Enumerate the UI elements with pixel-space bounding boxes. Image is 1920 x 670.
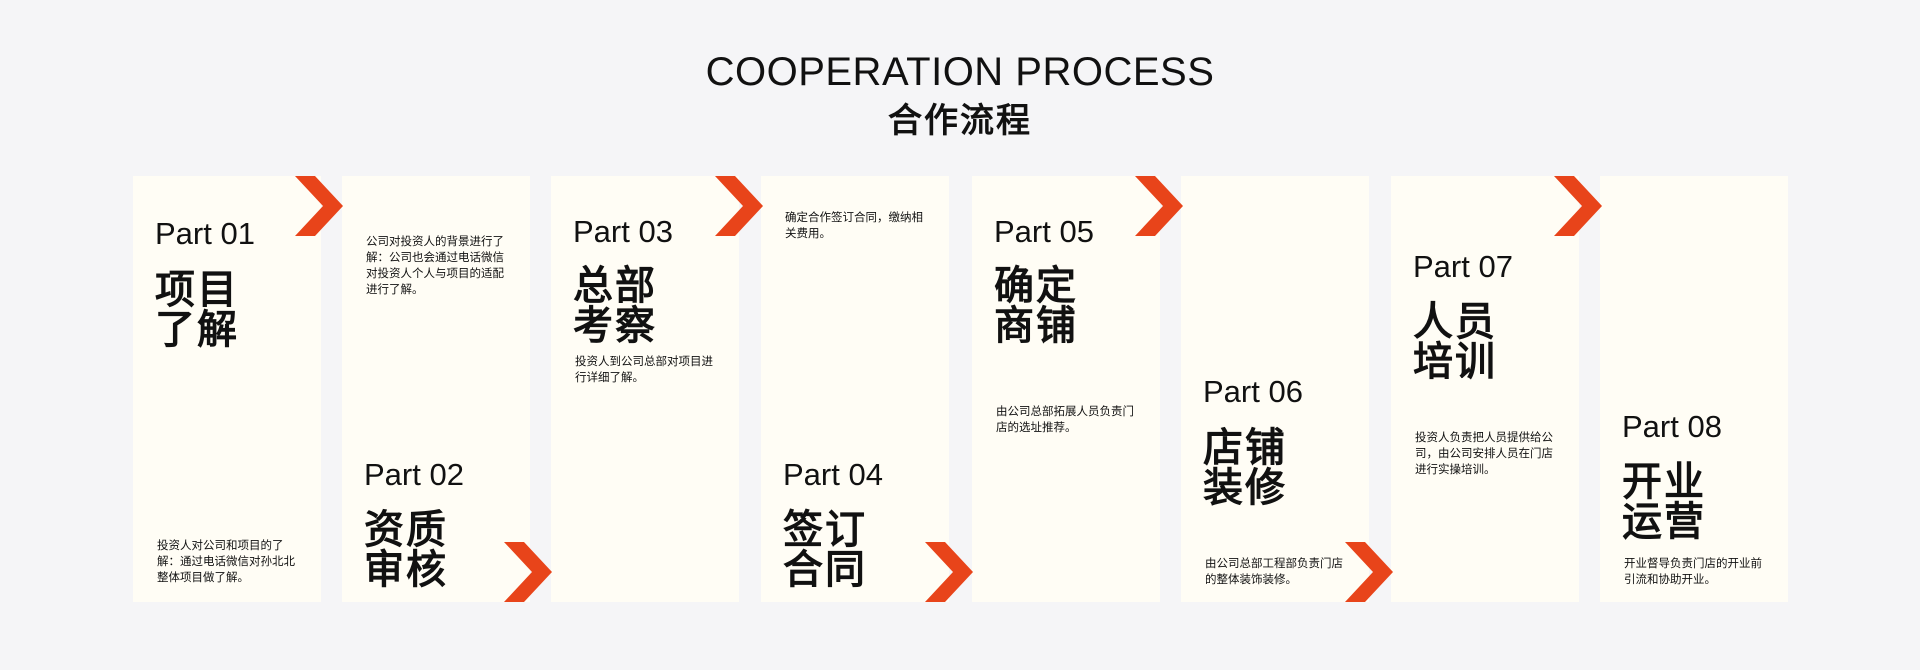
step-title-line-2: 装修	[1203, 466, 1287, 510]
step-title-line-1: 店铺	[1203, 426, 1287, 470]
step-title: 人员 培训	[1413, 302, 1497, 382]
step-title: 店铺 装修	[1203, 428, 1287, 508]
chevron-right-icon	[504, 542, 552, 602]
step-title: 资质 审核	[364, 510, 448, 590]
step-title-line-2: 运营	[1622, 500, 1706, 544]
step-title-line-2: 商铺	[994, 304, 1078, 348]
step-title-line-1: 签订	[783, 508, 867, 552]
step-description: 投资人到公司总部对项目进行详细了解。	[575, 356, 713, 384]
step-description: 确定合作签订合同，缴纳相关费用。	[785, 212, 923, 240]
step-title: 总部 考察	[573, 266, 657, 346]
step-part-label: Part 02	[364, 457, 464, 492]
step-card-4: 确定合作签订合同，缴纳相关费用。 Part 04 签订 合同	[761, 176, 949, 602]
step-description: 公司对投资人的背景进行了解：公司也会通过电话微信对投资人个人与项目的适配进行了解…	[366, 236, 504, 296]
step-title-line-2: 合同	[783, 548, 867, 592]
chevron-right-icon	[1345, 542, 1393, 602]
step-title-line-1: 资质	[364, 508, 448, 552]
chevron-right-icon	[1554, 176, 1602, 236]
step-part-label: Part 03	[573, 214, 673, 249]
step-title: 项目 了解	[155, 270, 239, 350]
step-title-line-1: 项目	[155, 268, 239, 312]
step-title: 确定 商铺	[994, 266, 1078, 346]
step-title: 开业 运营	[1622, 462, 1706, 542]
step-card-1: Part 01 项目 了解 投资人对公司和项目的了解：通过电话微信对孙北北整体项…	[133, 176, 321, 602]
chevron-right-icon	[925, 542, 973, 602]
step-title-line-1: 总部	[573, 264, 657, 308]
chevron-right-icon	[1135, 176, 1183, 236]
step-part-label: Part 04	[783, 457, 883, 492]
step-description: 由公司总部拓展人员负责门店的选址推荐。	[996, 406, 1134, 434]
step-card-7: Part 07 人员 培训 投资人负责把人员提供给公司，由公司安排人员在门店进行…	[1391, 176, 1579, 602]
step-title-line-2: 考察	[573, 304, 657, 348]
title-chinese: 合作流程	[888, 102, 1032, 140]
step-title-line-1: 人员	[1413, 300, 1497, 344]
step-title-line-2: 审核	[364, 548, 448, 592]
step-title-line-2: 培训	[1413, 340, 1497, 384]
step-title-line-2: 了解	[155, 308, 239, 352]
step-card-3: Part 03 总部 考察 投资人到公司总部对项目进行详细了解。	[551, 176, 739, 602]
step-card-8: Part 08 开业 运营 开业督导负责门店的开业前引流和协助开业。	[1600, 176, 1788, 602]
step-card-6: Part 06 店铺 装修 由公司总部工程部负责门店的整体装饰装修。	[1181, 176, 1369, 602]
step-title-line-1: 开业	[1622, 460, 1706, 504]
step-description: 由公司总部工程部负责门店的整体装饰装修。	[1205, 558, 1343, 586]
step-part-label: Part 01	[155, 216, 255, 251]
step-part-label: Part 08	[1622, 409, 1722, 444]
step-card-2: 公司对投资人的背景进行了解：公司也会通过电话微信对投资人个人与项目的适配进行了解…	[342, 176, 530, 602]
step-description: 开业督导负责门店的开业前引流和协助开业。	[1624, 558, 1762, 586]
step-title-line-1: 确定	[994, 264, 1078, 308]
step-title: 签订 合同	[783, 510, 867, 590]
title-english: COOPERATION PROCESS	[705, 50, 1215, 94]
chevron-right-icon	[295, 176, 343, 236]
step-part-label: Part 07	[1413, 249, 1513, 284]
step-description: 投资人负责把人员提供给公司，由公司安排人员在门店进行实操培训。	[1415, 432, 1553, 476]
step-part-label: Part 06	[1203, 374, 1303, 409]
step-description: 投资人对公司和项目的了解：通过电话微信对孙北北整体项目做了解。	[157, 540, 295, 584]
step-card-5: Part 05 确定 商铺 由公司总部拓展人员负责门店的选址推荐。	[972, 176, 1160, 602]
chevron-right-icon	[715, 176, 763, 236]
step-part-label: Part 05	[994, 214, 1094, 249]
